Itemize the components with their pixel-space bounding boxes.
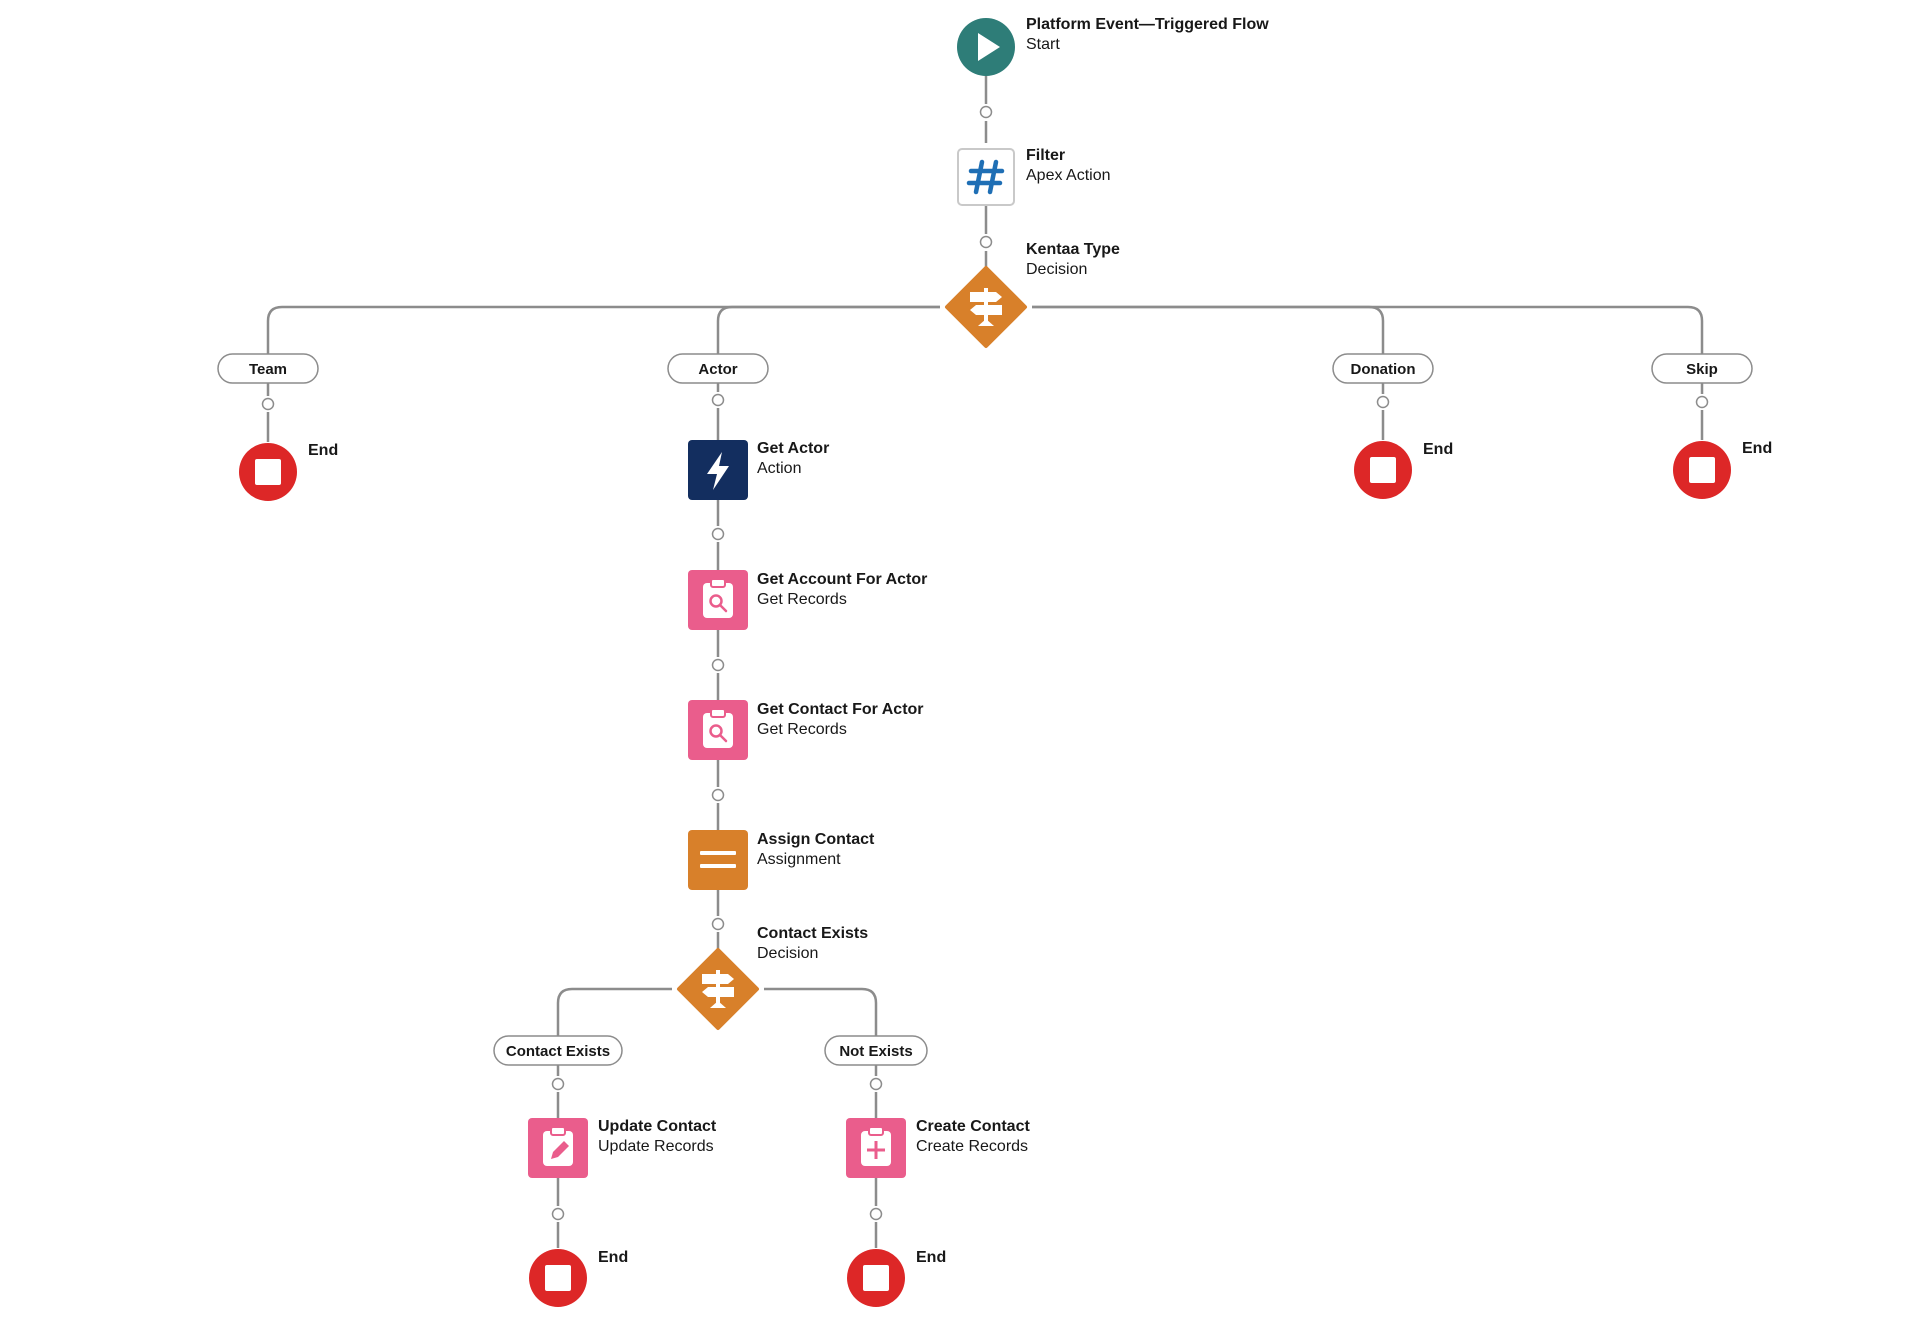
- stop-icon: [863, 1265, 889, 1291]
- lightning-icon: [707, 452, 729, 490]
- node-title: Contact Exists: [757, 925, 868, 942]
- node-title: Get Actor: [757, 440, 829, 457]
- node-title: Platform Event—Triggered Flow: [1026, 16, 1269, 33]
- connector-add-point[interactable]: [1376, 395, 1390, 409]
- end-node-donation[interactable]: End: [1354, 441, 1453, 499]
- connector-add-point[interactable]: [1695, 395, 1709, 409]
- stop-icon: [545, 1265, 571, 1291]
- branch-label-text: Donation: [1351, 361, 1416, 378]
- connector-add-point[interactable]: [869, 1077, 883, 1091]
- branch-label-team[interactable]: Team: [217, 353, 319, 384]
- connectors: [261, 75, 1709, 1248]
- connector-add-point[interactable]: [711, 788, 725, 802]
- decision-icon: [702, 970, 734, 1008]
- node-title: Update Contact: [598, 1118, 717, 1135]
- contact-exists-decision-node[interactable]: Contact Exists Decision: [677, 925, 868, 1030]
- branch-pill: [667, 353, 769, 384]
- node-title: Kentaa Type: [1026, 241, 1120, 258]
- connector-add-point[interactable]: [869, 1207, 883, 1221]
- get-contact-node[interactable]: Get Contact For Actor Get Records: [688, 700, 924, 760]
- branch-label-text: Skip: [1686, 361, 1718, 378]
- connector-branch-actor: [716, 305, 940, 354]
- branch-pill: [493, 1035, 623, 1066]
- create-contact-node[interactable]: Create Contact Create Records: [846, 1118, 1030, 1178]
- connector-branch-donation: [1032, 305, 1385, 354]
- update-contact-node[interactable]: Update Contact Update Records: [528, 1118, 717, 1178]
- branch-label-donation[interactable]: Donation: [1332, 353, 1434, 384]
- hashtag-icon: [966, 159, 1005, 195]
- node-title: Get Contact For Actor: [757, 701, 924, 718]
- connector-add-point[interactable]: [711, 658, 725, 672]
- node-subtitle: Start: [1026, 36, 1060, 53]
- connector-branch-skip: [1032, 305, 1704, 354]
- branch-label-contact-exists[interactable]: Contact Exists: [493, 1035, 623, 1066]
- stop-icon: [1370, 457, 1396, 483]
- assignment-badge: [688, 830, 748, 890]
- branch-label-text: Contact Exists: [506, 1043, 610, 1060]
- equals-icon: [700, 851, 736, 868]
- branch-pill: [824, 1035, 928, 1066]
- branch-pill: [217, 353, 319, 384]
- branch-pill: [1651, 353, 1753, 384]
- node-subtitle: Action: [757, 460, 801, 477]
- node-title: End: [598, 1249, 628, 1266]
- connector-add-point[interactable]: [711, 393, 725, 407]
- branch-label-not-exists[interactable]: Not Exists: [824, 1035, 928, 1066]
- clipboard-add-icon: [861, 1126, 891, 1166]
- node-subtitle: Assignment: [757, 851, 841, 868]
- branch-label-text: Team: [249, 361, 287, 378]
- node-subtitle: Create Records: [916, 1138, 1028, 1155]
- stop-icon: [1689, 457, 1715, 483]
- play-icon: [978, 33, 1000, 61]
- clipboard-search-icon: [703, 708, 733, 748]
- node-subtitle: Apex Action: [1026, 167, 1111, 184]
- connector-add-point[interactable]: [711, 917, 725, 931]
- filter-node[interactable]: Filter Apex Action: [957, 147, 1111, 206]
- end-node-skip[interactable]: End: [1673, 440, 1772, 499]
- node-subtitle: Get Records: [757, 591, 847, 608]
- branch-pill: [1332, 353, 1434, 384]
- end-node-update[interactable]: End: [529, 1249, 628, 1307]
- node-title: End: [916, 1249, 946, 1266]
- node-title: Assign Contact: [757, 831, 875, 848]
- get-actor-node[interactable]: Get Actor Action: [688, 440, 829, 500]
- node-title: Get Account For Actor: [757, 571, 927, 588]
- connector-add-point[interactable]: [979, 105, 993, 119]
- node-title: End: [1423, 441, 1453, 458]
- connector-branch-team: [266, 305, 940, 354]
- branch-label-text: Actor: [698, 361, 737, 378]
- end-node-team[interactable]: End: [239, 442, 338, 501]
- clipboard-edit-icon: [543, 1126, 573, 1166]
- connector-add-point[interactable]: [711, 527, 725, 541]
- node-title: End: [308, 442, 338, 459]
- start-node[interactable]: Platform Event—Triggered Flow Start: [957, 16, 1269, 76]
- kentaa-type-decision-node[interactable]: Kentaa Type Decision: [945, 241, 1120, 348]
- decision-icon: [970, 288, 1002, 326]
- connector-branch-contact-exists: [556, 987, 672, 1036]
- end-node-create[interactable]: End: [847, 1249, 946, 1307]
- get-account-node[interactable]: Get Account For Actor Get Records: [688, 570, 927, 630]
- assign-contact-node[interactable]: Assign Contact Assignment: [688, 830, 875, 890]
- connector-add-point[interactable]: [551, 1207, 565, 1221]
- branch-label-text: Not Exists: [839, 1043, 912, 1060]
- branch-label-skip[interactable]: Skip: [1651, 353, 1753, 384]
- connector-add-point[interactable]: [979, 235, 993, 249]
- node-subtitle: Decision: [1026, 261, 1087, 278]
- stop-icon: [255, 459, 281, 485]
- node-subtitle: Get Records: [757, 721, 847, 738]
- connector-branch-not-exists: [764, 987, 878, 1036]
- node-subtitle: Update Records: [598, 1138, 714, 1155]
- connector-add-point[interactable]: [551, 1077, 565, 1091]
- clipboard-search-icon: [703, 578, 733, 618]
- branch-label-actor[interactable]: Actor: [667, 353, 769, 384]
- node-title: End: [1742, 440, 1772, 457]
- node-title: Create Contact: [916, 1118, 1030, 1135]
- connector-add-point[interactable]: [261, 397, 275, 411]
- node-title: Filter: [1026, 147, 1065, 164]
- node-subtitle: Decision: [757, 945, 818, 962]
- apex-badge: [957, 148, 1015, 206]
